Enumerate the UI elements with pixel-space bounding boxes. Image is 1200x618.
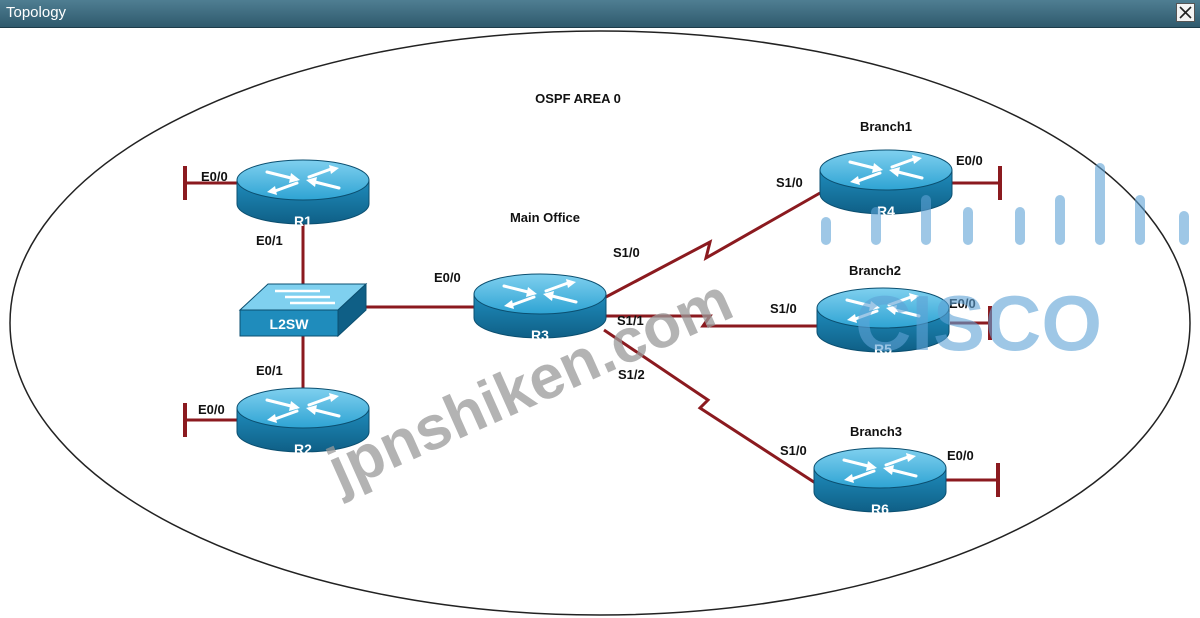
site-branch1: Branch1 [860, 119, 912, 134]
r6-e00-label: E0/0 [947, 448, 974, 463]
window-title: Topology [6, 4, 67, 21]
area-label: OSPF AREA 0 [535, 91, 621, 106]
site-branch2: Branch2 [849, 263, 901, 278]
router-r4: R4 [818, 148, 954, 219]
router-r3: R3 [472, 272, 608, 343]
links [183, 164, 1002, 499]
r2-e00-label: E0/0 [198, 402, 225, 417]
r3-r5-serial [604, 314, 820, 328]
router-r2-label: R2 [294, 441, 312, 457]
router-r6: R6 [812, 446, 948, 517]
router-r1-label: R1 [294, 213, 312, 229]
r1-e01-label: E0/1 [256, 233, 283, 248]
close-icon [1179, 6, 1192, 19]
router-r2: R2 [235, 386, 371, 457]
r5-s10-label: S1/0 [770, 301, 797, 316]
router-r1: R1 [235, 158, 371, 229]
r3-s11-label: S1/1 [617, 313, 644, 328]
router-r6-label: R6 [871, 501, 889, 517]
router-r5-label: R5 [874, 341, 892, 357]
ospf-area-boundary [9, 30, 1191, 616]
r3-s12-label: S1/2 [618, 367, 645, 382]
r3-r4-serial [603, 191, 821, 300]
r3-s10-label: S1/0 [613, 245, 640, 260]
r6-s10-label: S1/0 [780, 443, 807, 458]
router-r5: R5 [815, 286, 951, 357]
r2-e01-label: E0/1 [256, 363, 283, 378]
r4-e00-label: E0/0 [956, 153, 983, 168]
r4-s10-label: S1/0 [776, 175, 803, 190]
title-bar: Topology [0, 0, 1200, 28]
r3-r6-serial [603, 328, 821, 488]
topology-diagram: L2SW R1 R2 R3 R4 R5 R6 OSPF AREA 0 Ma [9, 30, 1191, 616]
r3-e00-label: E0/0 [434, 270, 461, 285]
site-branch3: Branch3 [850, 424, 902, 439]
router-r3-label: R3 [531, 327, 549, 343]
r5-e00-label: E0/0 [949, 296, 976, 311]
switch-label: L2SW [270, 316, 310, 332]
r1-e00-label: E0/0 [201, 169, 228, 184]
close-button[interactable] [1176, 3, 1195, 22]
cisco-logo-text: CISCO [855, 279, 1102, 367]
site-main-office: Main Office [510, 210, 580, 225]
switch-l2sw: L2SW [238, 282, 368, 338]
cisco-logo-watermark: CISCO [821, 163, 1189, 367]
router-r4-label: R4 [877, 203, 895, 219]
